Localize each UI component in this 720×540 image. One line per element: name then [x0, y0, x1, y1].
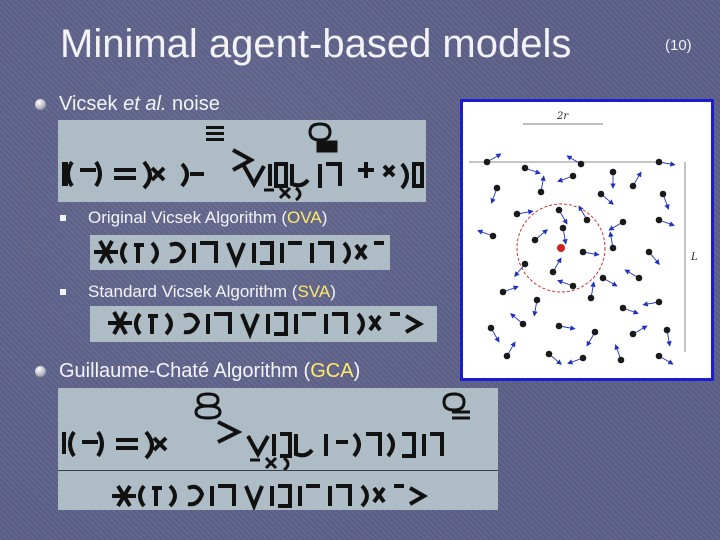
agent-dot — [619, 304, 627, 312]
bullet-sva-suffix: ) — [330, 282, 336, 301]
bullet-ball-icon — [35, 99, 46, 110]
agent-dot — [537, 188, 545, 196]
equation-separator — [58, 470, 498, 471]
agent-dot — [513, 210, 521, 218]
agent-dot — [493, 184, 501, 192]
bullet-ball-icon — [35, 366, 46, 377]
vicsek-model-figure: 2r L — [460, 99, 714, 381]
agent-dot — [521, 260, 529, 268]
side-label: L — [690, 252, 698, 263]
bullet-ova-prefix: Original Vicsek Algorithm ( — [88, 208, 288, 227]
bullet-vicsek-prefix: Vicsek — [59, 93, 124, 115]
agent-dot — [579, 248, 587, 256]
vicsek-model-diagram: 2r L — [469, 111, 698, 365]
agent-dot — [617, 356, 625, 364]
equation-gca — [58, 388, 498, 510]
bullet-sva: Standard Vicsek Algorithm ( SVA ) — [60, 282, 336, 302]
bullet-gca-prefix: Guillaume-Chaté Algorithm ( — [59, 360, 311, 382]
agent-dot — [519, 320, 527, 328]
agent-dot — [579, 354, 587, 362]
agent-dot — [489, 232, 497, 240]
bullet-ova: Original Vicsek Algorithm ( OVA ) — [60, 208, 327, 228]
agent-dot — [629, 330, 637, 338]
agent-dot — [569, 172, 577, 180]
agent-dot — [583, 216, 591, 224]
equation-sva-graphic — [108, 311, 425, 340]
agent-dot — [483, 158, 491, 166]
equation-vicsek-noise-graphic — [62, 122, 424, 202]
agent-dot — [545, 350, 553, 358]
agent-dot — [655, 352, 663, 360]
agent-dot — [609, 244, 617, 252]
agent-dot — [635, 274, 643, 282]
bullet-gca: Guillaume-Chaté Algorithm ( GCA ) — [35, 360, 360, 383]
agent-dot — [619, 218, 627, 226]
bullet-gca-abbr: GCA — [310, 360, 354, 382]
agent-dot — [659, 190, 667, 198]
bullet-sva-abbr: SVA — [297, 282, 331, 301]
radius-label: 2r — [556, 111, 569, 122]
bullet-vicsek-suffix: noise — [166, 93, 220, 115]
agent-dot — [559, 224, 567, 232]
bullet-sva-prefix: Standard Vicsek Algorithm ( — [88, 282, 298, 301]
bullet-gca-suffix: ) — [353, 360, 361, 382]
equation-sva — [90, 306, 437, 342]
agent-dot — [655, 298, 663, 306]
bullet-vicsek-noise: Vicsek et al. noise — [35, 93, 220, 116]
agent-dot — [597, 190, 605, 198]
agent-dot — [663, 326, 671, 334]
bullet-square-icon — [60, 289, 66, 295]
equation-gca-graphic — [62, 392, 470, 510]
agent-dot — [503, 352, 511, 360]
interaction-radius-circle — [516, 203, 606, 293]
slide-title: Minimal agent-based models — [60, 22, 572, 66]
agent-dot — [655, 158, 663, 166]
agent-dot — [591, 328, 599, 336]
agents-layer — [477, 153, 676, 365]
equation-ova-graphic — [94, 240, 384, 269]
bullet-ova-abbr: OVA — [287, 208, 322, 227]
agent-dot — [555, 206, 563, 214]
agent-dot — [587, 294, 595, 302]
agent-dot — [487, 324, 495, 332]
agent-dot — [609, 168, 617, 176]
agent-dot — [569, 282, 577, 290]
agent-dot — [521, 164, 529, 172]
agent-dot — [655, 216, 663, 224]
equation-vicsek-noise — [58, 120, 426, 202]
agent-dot — [531, 236, 539, 244]
agent-dot — [577, 160, 585, 168]
agent-dot — [533, 296, 541, 304]
agent-dot — [599, 274, 607, 282]
equation-number: (10) — [665, 37, 692, 54]
bullet-vicsek-italic: et al. — [123, 93, 167, 115]
agent-dot — [555, 322, 563, 330]
bullet-ova-suffix: ) — [321, 208, 328, 227]
agent-dot — [549, 268, 557, 276]
equation-ova — [90, 235, 390, 270]
agent-dot — [629, 182, 637, 190]
bullet-square-icon — [60, 215, 66, 221]
agent-dot — [645, 248, 653, 256]
agent-dot — [499, 288, 507, 296]
focal-agent-dot — [557, 244, 565, 252]
